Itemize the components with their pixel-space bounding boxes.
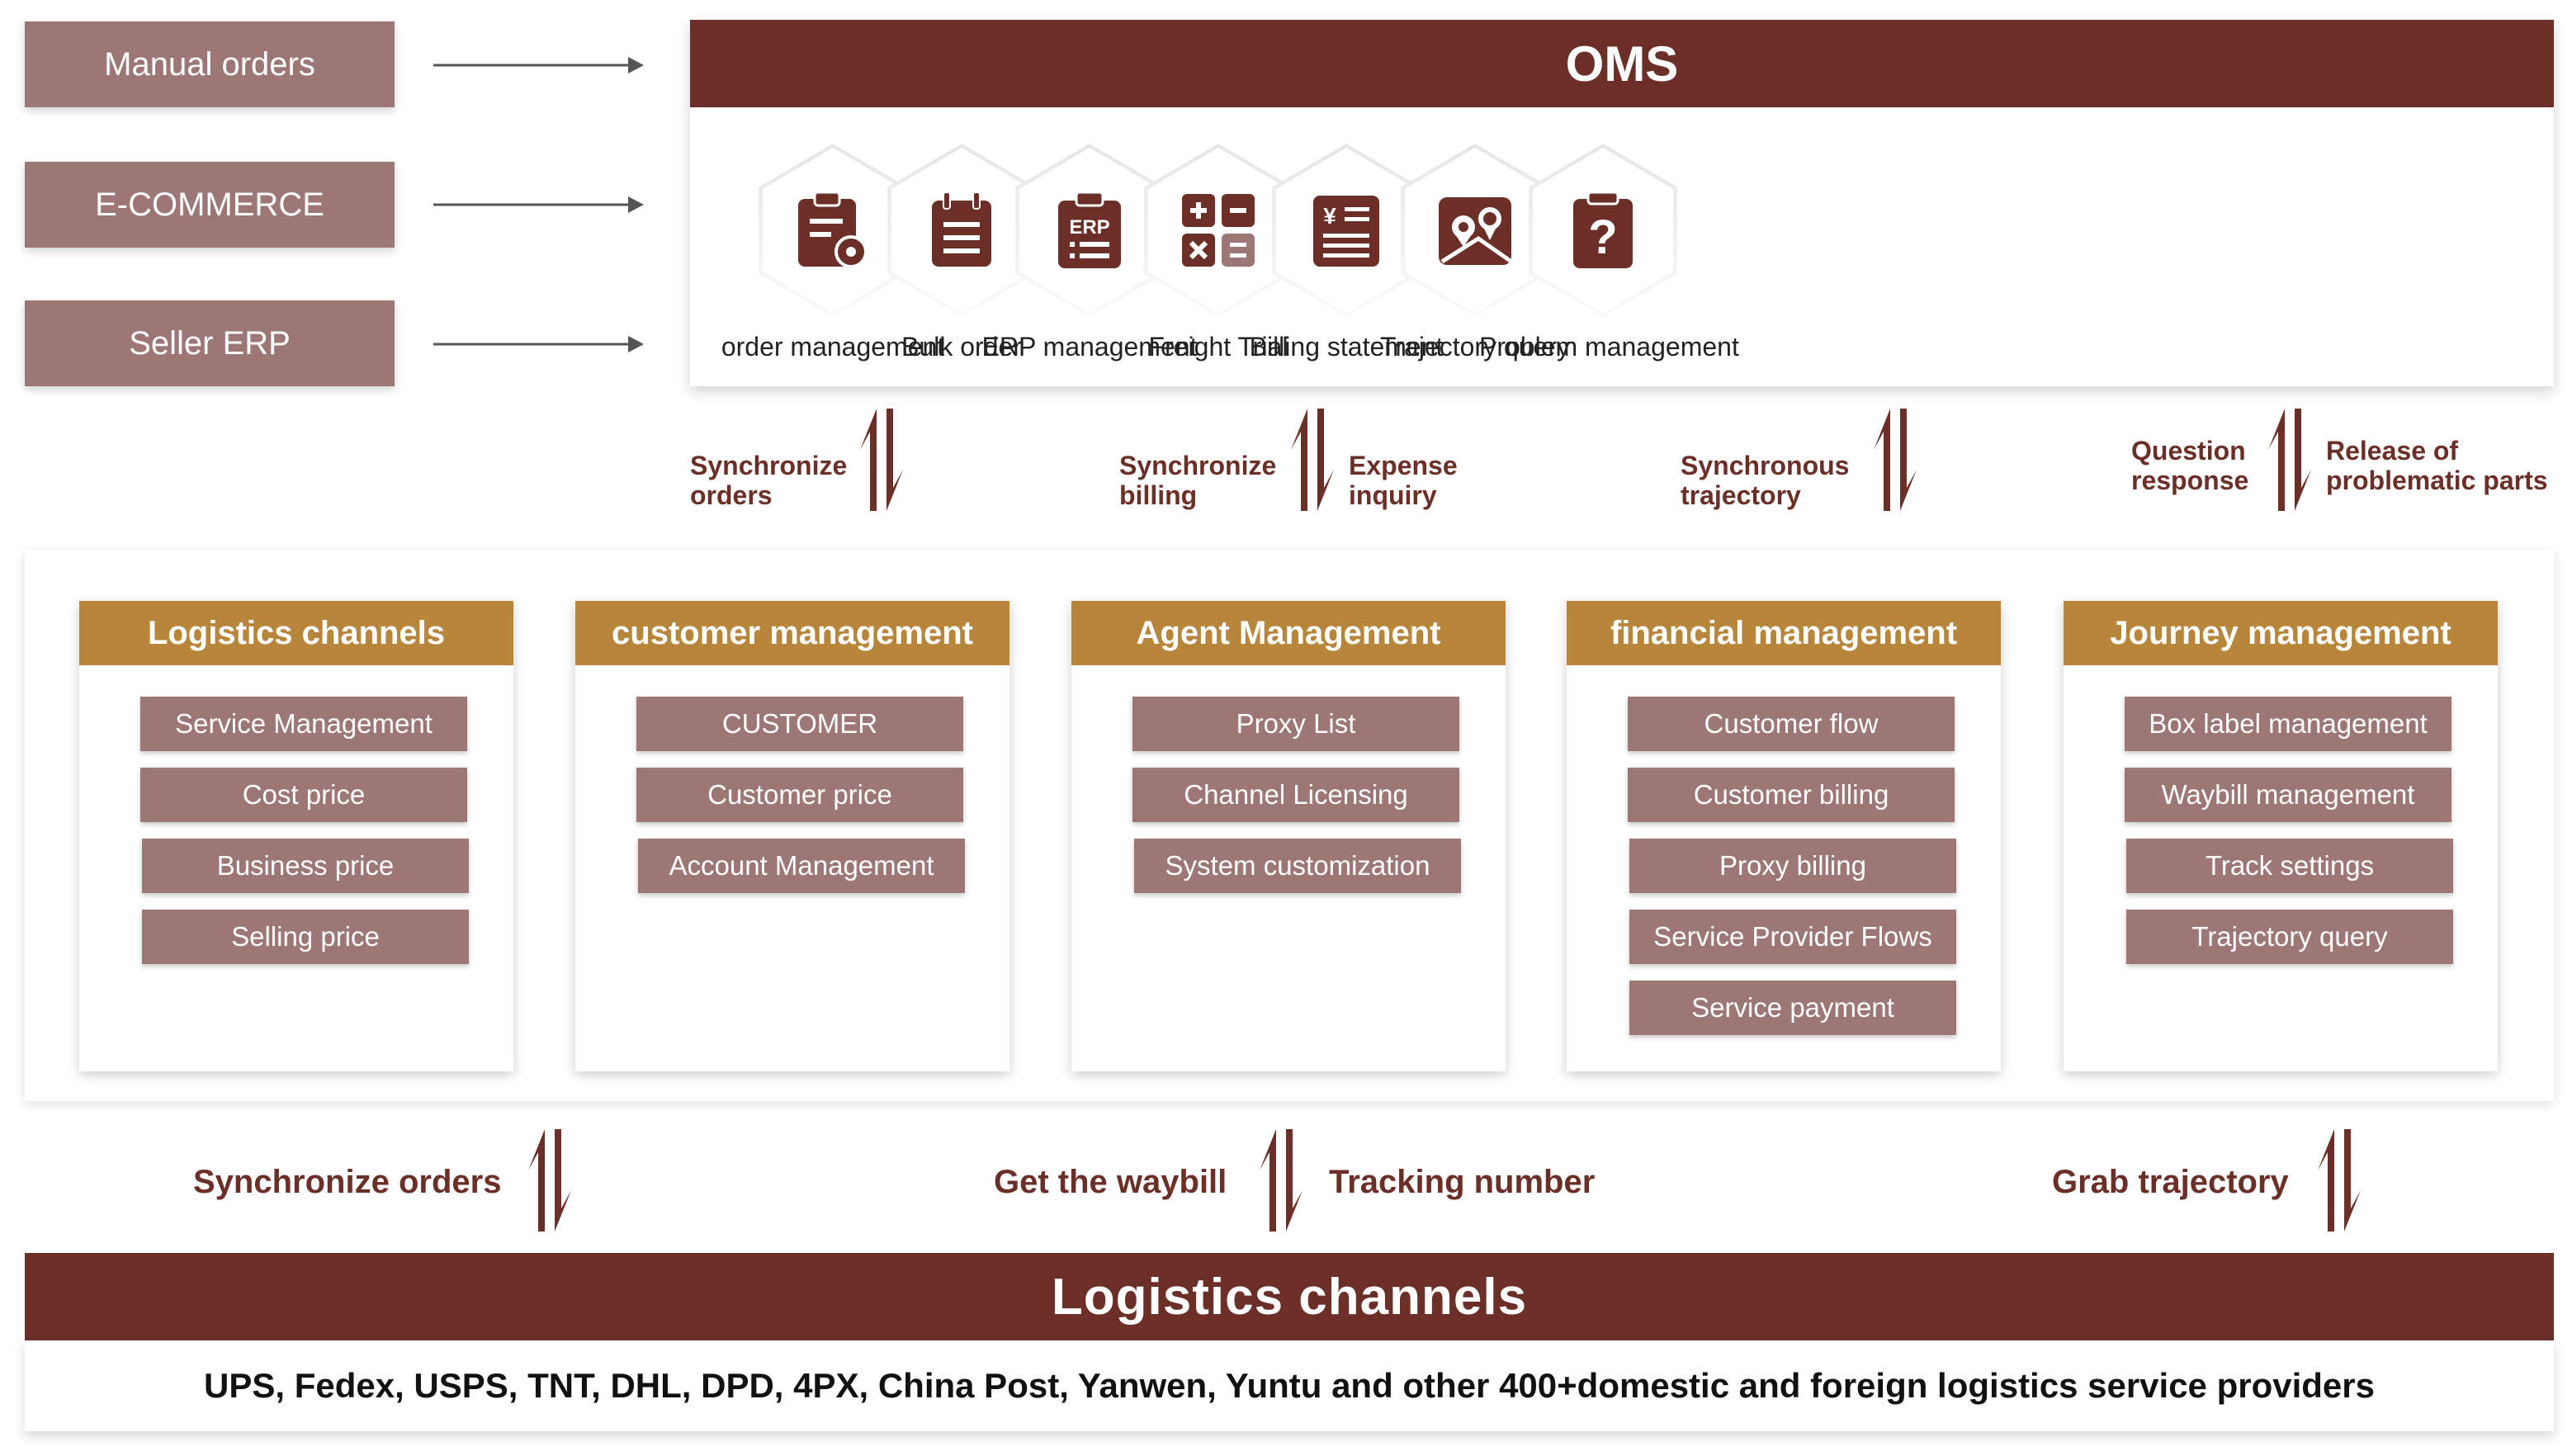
sync-arrows-icon	[1870, 409, 1920, 511]
billing-statement-icon: ¥	[1313, 196, 1379, 267]
card-title: customer management	[575, 601, 1009, 665]
source-ecommerce: E-COMMERCE	[25, 162, 395, 248]
item-customer-price[interactable]: Customer price	[636, 768, 963, 822]
sync-arrows-icon	[2314, 1129, 2364, 1231]
grab-trajectory-label: Grab trajectory	[2052, 1164, 2289, 1200]
module-order-management: order management	[709, 144, 957, 362]
item-account-management[interactable]: Account Management	[638, 839, 965, 893]
item-proxy-billing[interactable]: Proxy billing	[1629, 839, 1956, 893]
svg-text:ERP: ERP	[1069, 216, 1109, 239]
item-proxy-list[interactable]: Proxy List	[1132, 697, 1459, 751]
module-label: Freight Trial	[1148, 332, 1288, 362]
card-agent-management: Agent Management Proxy List Channel Lice…	[1071, 601, 1506, 1071]
arrow-right-icon	[433, 53, 644, 78]
module-trajectory-query: Trajectory query	[1351, 144, 1599, 362]
card-logistics-channels: Logistics channels Service Management Co…	[79, 601, 513, 1071]
sync-arrows-icon	[857, 409, 906, 511]
item-customer-flow[interactable]: Customer flow	[1628, 697, 1955, 751]
sync-arrows-icon	[1256, 1129, 1306, 1231]
svg-text:?: ?	[1588, 210, 1617, 264]
calculator-icon	[1182, 194, 1255, 267]
item-trajectory-query[interactable]: Trajectory query	[2126, 910, 2453, 964]
module-label: Trajectory query	[1380, 332, 1570, 362]
item-cost-price[interactable]: Cost price	[140, 768, 467, 822]
card-title: Agent Management	[1071, 601, 1506, 665]
item-channel-licensing[interactable]: Channel Licensing	[1132, 768, 1459, 822]
item-service-payment[interactable]: Service payment	[1629, 981, 1956, 1035]
card-customer-management: customer management CUSTOMER Customer pr…	[575, 601, 1009, 1071]
question-clipboard-icon: ?	[1573, 191, 1633, 268]
module-problem-management: ? Problem management	[1479, 144, 1739, 362]
order-management-icon	[798, 191, 868, 268]
item-box-label-management[interactable]: Box label management	[2125, 697, 2451, 751]
item-customer[interactable]: CUSTOMER	[636, 697, 963, 751]
module-label: Billing statement	[1249, 332, 1444, 362]
card-title: Journey management	[2064, 601, 2498, 665]
module-label: order management	[721, 332, 945, 362]
module-freight-trial: Freight Trial	[1095, 144, 1342, 362]
item-customer-billing[interactable]: Customer billing	[1628, 768, 1955, 822]
module-erp-management: ERP ERP management	[966, 144, 1213, 362]
bulk-order-icon	[932, 191, 991, 267]
module-billing-statement: ¥ Billing statement	[1222, 144, 1470, 362]
logistics-providers: UPS, Fedex, USPS, TNT, DHL, DPD, 4PX, Ch…	[25, 1340, 2554, 1431]
logistics-channels-title: Logistics channels	[25, 1253, 2554, 1340]
card-title: Logistics channels	[79, 601, 513, 665]
item-track-settings[interactable]: Track settings	[2126, 839, 2453, 893]
item-business-price[interactable]: Business price	[142, 839, 469, 893]
card-journey-management: Journey management Box label management …	[2064, 601, 2498, 1071]
arrow-right-icon	[433, 332, 644, 357]
module-label: ERP management	[981, 332, 1198, 362]
item-waybill-management[interactable]: Waybill management	[2125, 768, 2451, 822]
module-bulk-order: Bulk order	[838, 144, 1085, 362]
item-service-management[interactable]: Service Management	[140, 697, 467, 751]
map-pin-icon	[1439, 197, 1513, 265]
card-financial-management: financial management Customer flow Custo…	[1567, 601, 2001, 1071]
get-waybill-label: Get the waybill	[994, 1164, 1227, 1200]
arrow-right-icon	[433, 192, 644, 217]
tracking-number-label: Tracking number	[1329, 1164, 1596, 1200]
sync-arrows-icon	[1288, 409, 1337, 511]
module-label: Problem management	[1479, 332, 1739, 362]
item-selling-price[interactable]: Selling price	[142, 910, 469, 964]
oms-panel: OMS order management Bulk	[690, 20, 2554, 386]
item-service-provider-flows[interactable]: Service Provider Flows	[1629, 910, 1956, 964]
bottom-sync-orders-label: Synchronize orders	[193, 1164, 502, 1200]
module-label: Bulk order	[901, 332, 1022, 362]
erp-icon: ERP	[1058, 191, 1121, 268]
source-manual-orders: Manual orders	[25, 21, 395, 107]
card-title: financial management	[1567, 601, 2001, 665]
sync-arrows-icon	[525, 1129, 574, 1231]
oms-title: OMS	[690, 20, 2554, 107]
svg-text:¥: ¥	[1323, 203, 1336, 229]
sync-arrows-icon	[2265, 409, 2314, 511]
source-seller-erp: Seller ERP	[25, 300, 395, 386]
item-system-customization[interactable]: System customization	[1134, 839, 1461, 893]
